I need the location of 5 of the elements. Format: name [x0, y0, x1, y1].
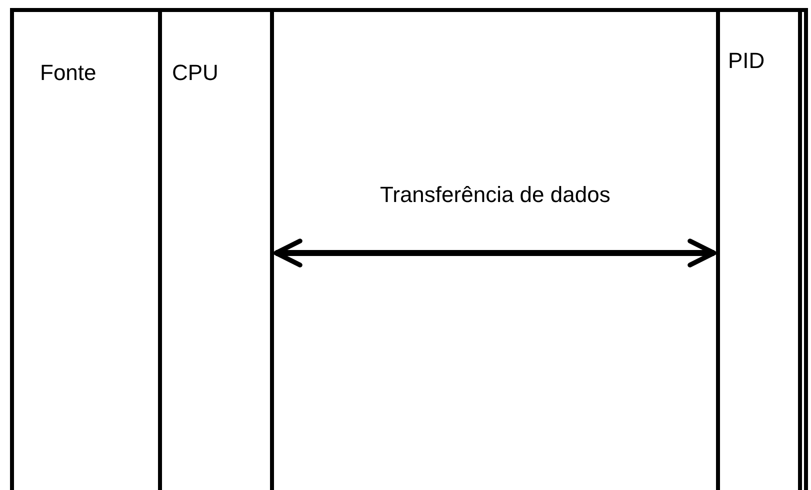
slot-label: CPU	[172, 60, 218, 86]
slot-label: Fonte	[40, 60, 96, 86]
slot-label: PID	[728, 48, 765, 74]
double-arrow	[274, 238, 716, 268]
module-slot	[716, 8, 808, 490]
